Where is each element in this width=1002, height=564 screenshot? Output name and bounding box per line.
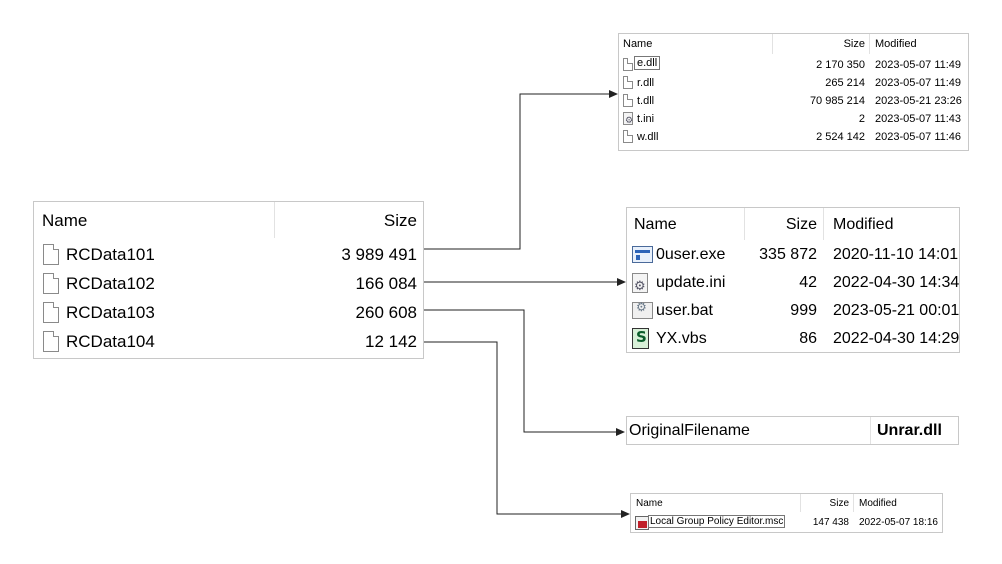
file-name: r.dll — [637, 77, 655, 89]
vbs-script-icon — [632, 328, 649, 349]
file-size: 42 — [799, 274, 817, 291]
file-size: 999 — [790, 302, 817, 319]
msc-file-table: Name Size Modified Local Group Policy Ed… — [630, 493, 943, 533]
exe-file-table: Name Size Modified 0user.exe 335 872 202… — [626, 207, 960, 353]
file-name: 0user.exe — [656, 246, 726, 263]
table-row[interactable]: r.dll 265 214 2023-05-07 11:49 — [619, 74, 968, 92]
arrow-rcdata104-to-msc-table — [424, 341, 630, 518]
arrow-rcdata103-to-version-info — [424, 309, 625, 436]
file-name: YX.vbs — [656, 330, 707, 347]
dll-file-icon — [623, 130, 633, 143]
column-header-size[interactable]: Size — [829, 498, 849, 509]
column-header-modified[interactable]: Modified — [875, 38, 917, 50]
table-row[interactable]: update.ini 42 2022-04-30 14:34 — [627, 269, 959, 297]
column-header-name[interactable]: Name — [636, 498, 663, 509]
file-modified: 2023-05-07 11:43 — [875, 113, 962, 125]
column-header-modified[interactable]: Modified — [833, 216, 894, 233]
file-size: 2 — [858, 113, 865, 125]
resource-name: RCData101 — [66, 245, 155, 264]
column-header-name[interactable]: Name — [42, 211, 88, 230]
file-size: 86 — [799, 330, 817, 347]
dll-file-icon — [623, 58, 633, 71]
file-icon — [43, 273, 59, 294]
table-row[interactable]: Local Group Policy Editor.msc 147 438 20… — [631, 514, 942, 532]
file-size: 70 985 214 — [809, 95, 865, 107]
version-info-row: OriginalFilename Unrar.dll — [626, 416, 959, 445]
table-row[interactable]: YX.vbs 86 2022-04-30 14:29 — [627, 325, 959, 353]
column-header-name[interactable]: Name — [634, 216, 677, 233]
column-header-size[interactable]: Size — [843, 38, 865, 50]
column-header-size[interactable]: Size — [383, 211, 417, 230]
table-row[interactable]: RCData101 3 989 491 — [34, 240, 423, 269]
ini-settings-icon — [632, 273, 648, 294]
table-row[interactable]: RCData103 260 608 — [34, 298, 423, 327]
bat-gear-icon — [632, 300, 653, 319]
resource-name: RCData104 — [66, 332, 155, 351]
column-header-name[interactable]: Name — [623, 38, 653, 50]
dll-file-icon — [623, 94, 633, 107]
msc-table-header: Name Size Modified — [631, 494, 942, 512]
resources-table: Name Size RCData101 3 989 491 RCData102 … — [33, 201, 424, 359]
resource-name: RCData102 — [66, 274, 155, 293]
table-row[interactable]: RCData102 166 084 — [34, 269, 423, 298]
exe-table-header: Name Size Modified — [627, 208, 959, 240]
arrow-rcdata101-to-dll-table — [424, 90, 618, 250]
file-modified: 2022-05-07 18:16 — [859, 517, 938, 528]
file-name: update.ini — [656, 274, 726, 291]
column-header-size[interactable]: Size — [785, 216, 817, 233]
dll-file-icon — [623, 76, 633, 89]
file-modified: 2023-05-21 00:01 — [833, 302, 960, 319]
msc-console-icon — [635, 516, 649, 530]
file-modified: 2023-05-07 11:46 — [875, 131, 962, 143]
table-row[interactable]: t.ini 2 2023-05-07 11:43 — [619, 110, 968, 128]
file-size: 2 170 350 — [816, 59, 865, 71]
resource-size: 260 608 — [355, 303, 417, 322]
file-modified: 2023-05-07 11:49 — [875, 59, 962, 71]
table-row[interactable]: RCData104 12 142 — [34, 327, 423, 356]
file-name: Local Group Policy Editor.msc — [647, 515, 786, 528]
file-modified: 2022-04-30 14:29 — [833, 330, 960, 347]
column-header-modified[interactable]: Modified — [859, 498, 897, 509]
file-modified: 2022-04-30 14:34 — [833, 274, 960, 291]
file-name: t.dll — [637, 95, 655, 107]
file-modified: 2020-11-10 14:01 — [833, 246, 959, 263]
resource-size: 3 989 491 — [341, 245, 417, 264]
resource-size: 12 142 — [365, 332, 417, 351]
version-info-key: OriginalFilename — [629, 422, 750, 439]
dll-file-table: Name Size Modified e.dll 2 170 350 2023-… — [618, 33, 969, 151]
dll-table-header: Name Size Modified — [619, 34, 968, 54]
file-name: w.dll — [637, 131, 659, 143]
resources-table-header: Name Size — [34, 202, 423, 238]
file-name: user.bat — [656, 302, 713, 319]
file-size: 147 438 — [812, 517, 849, 528]
file-name: t.ini — [637, 113, 655, 125]
table-row[interactable]: t.dll 70 985 214 2023-05-21 23:26 — [619, 92, 968, 110]
version-info-value: Unrar.dll — [877, 422, 942, 439]
file-icon — [43, 331, 59, 352]
exe-window-icon — [632, 246, 653, 263]
table-row[interactable]: user.bat 999 2023-05-21 00:01 — [627, 297, 959, 325]
resource-size: 166 084 — [355, 274, 417, 293]
ini-settings-icon — [623, 112, 633, 126]
file-modified: 2023-05-21 23:26 — [875, 95, 962, 107]
table-row[interactable]: e.dll 2 170 350 2023-05-07 11:49 — [619, 56, 968, 74]
table-row[interactable]: w.dll 2 524 142 2023-05-07 11:46 — [619, 128, 968, 146]
file-name: e.dll — [633, 56, 661, 70]
file-size: 335 872 — [759, 246, 817, 263]
file-size: 2 524 142 — [816, 131, 865, 143]
file-icon — [43, 244, 59, 265]
file-icon — [43, 302, 59, 323]
file-modified: 2023-05-07 11:49 — [875, 77, 962, 89]
resource-name: RCData103 — [66, 303, 155, 322]
file-size: 265 214 — [825, 77, 865, 89]
table-row[interactable]: 0user.exe 335 872 2020-11-10 14:01 — [627, 241, 959, 269]
